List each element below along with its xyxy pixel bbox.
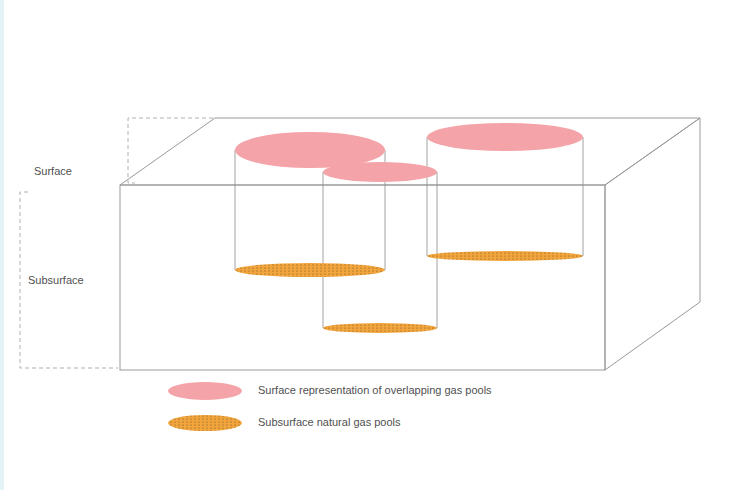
subsurface-pools [235,251,583,333]
legend-swatch [166,380,244,402]
legend-swatch [168,382,242,400]
region-label: Surface [34,165,72,178]
earth-block [120,118,700,370]
region-label: Subsurface [28,274,84,287]
surface-pools [235,123,583,182]
legend-swatch [168,415,242,431]
legend-text: Surface representation of overlapping ga… [258,384,492,397]
legend-swatch [166,412,244,434]
legend-text: Subsurface natural gas pools [258,416,400,429]
swatch-texture [168,415,242,431]
dashed-bracket [20,118,213,368]
left-strip [0,0,4,490]
